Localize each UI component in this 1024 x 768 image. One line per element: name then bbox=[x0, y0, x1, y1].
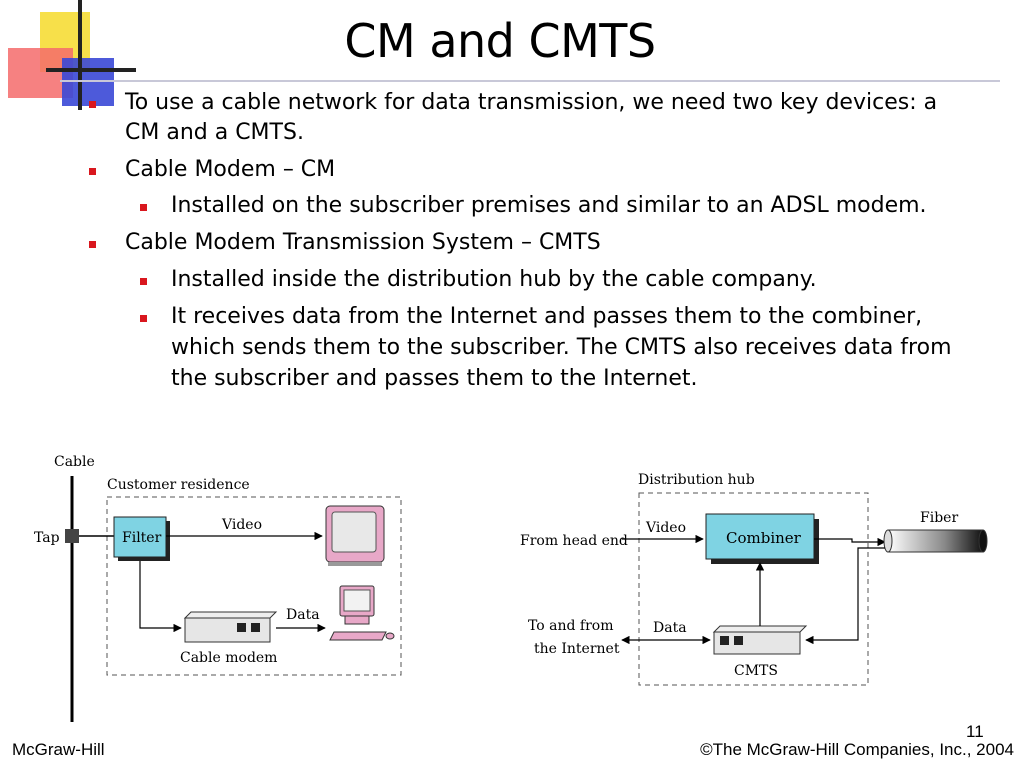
cmts-label: CMTS bbox=[734, 663, 778, 679]
footer-publisher: McGraw-Hill bbox=[12, 740, 105, 759]
page-title: CM and CMTS bbox=[344, 14, 656, 68]
combiner-box bbox=[705, 513, 815, 560]
fiber-icon bbox=[883, 529, 988, 553]
customer-residence-label: Customer residence bbox=[107, 477, 250, 493]
bullet-marker bbox=[89, 241, 96, 248]
from-head-end-label: From head end bbox=[520, 533, 628, 549]
hub-boundary bbox=[638, 492, 869, 686]
bullet-6-line1: It receives data from the Internet and p… bbox=[171, 304, 923, 329]
filter-box bbox=[113, 516, 167, 558]
customer-residence-diagram: Cable Customer residence Tap Filter Vide… bbox=[34, 454, 402, 722]
bullet-marker bbox=[140, 204, 147, 211]
bullet-1-line1: To use a cable network for data transmis… bbox=[125, 90, 938, 115]
bullet-6-line2: which sends them to the subscriber. The … bbox=[171, 335, 952, 360]
filter-to-modem-line bbox=[139, 561, 182, 633]
bullet-4: Cable Modem Transmission System – CMTS bbox=[125, 230, 601, 255]
filter-label: Filter bbox=[122, 530, 162, 546]
cable-modem-icon bbox=[183, 611, 278, 643]
video-label: Video bbox=[645, 520, 686, 536]
bullet-5: Installed inside the distribution hub by… bbox=[171, 267, 817, 292]
tap-label: Tap bbox=[34, 530, 60, 546]
combiner-to-fiber-line bbox=[814, 537, 886, 547]
logo-decoration bbox=[0, 0, 140, 115]
bullet-marker bbox=[89, 168, 96, 175]
tv-icon bbox=[325, 505, 385, 566]
bullet-marker bbox=[140, 278, 147, 285]
footer-copyright: ©The McGraw-Hill Companies, Inc., 2004 bbox=[700, 740, 1014, 759]
bullet-1-line2: CM and a CMTS. bbox=[125, 120, 304, 145]
video-label: Video bbox=[221, 517, 262, 533]
distribution-hub-label: Distribution hub bbox=[638, 472, 755, 488]
combiner-label: Combiner bbox=[726, 529, 802, 547]
data-label: Data bbox=[286, 607, 320, 623]
bullet-3: Installed on the subscriber premises and… bbox=[171, 193, 927, 218]
tap-box bbox=[65, 529, 79, 543]
cable-label: Cable bbox=[54, 454, 95, 470]
bullet-6-line3: the subscriber and passes them to the In… bbox=[171, 366, 698, 391]
cable-modem-label: Cable modem bbox=[180, 650, 277, 666]
cmts-icon bbox=[712, 625, 808, 655]
fiber-label: Fiber bbox=[920, 510, 958, 526]
the-internet-label: the Internet bbox=[534, 641, 620, 657]
bullet-marker bbox=[140, 315, 147, 322]
title-underline bbox=[60, 80, 1000, 82]
bullet-2: Cable Modem – CM bbox=[125, 157, 336, 182]
fiber-to-cmts-line bbox=[805, 547, 885, 645]
page-number: 11 bbox=[966, 722, 984, 741]
distribution-hub-diagram: Distribution hub From head end Video Com… bbox=[520, 472, 988, 686]
computer-icon bbox=[329, 585, 395, 641]
bullet-marker bbox=[89, 101, 96, 108]
residence-boundary bbox=[106, 496, 402, 676]
data-label: Data bbox=[653, 620, 687, 636]
to-and-from-label: To and from bbox=[528, 618, 613, 634]
